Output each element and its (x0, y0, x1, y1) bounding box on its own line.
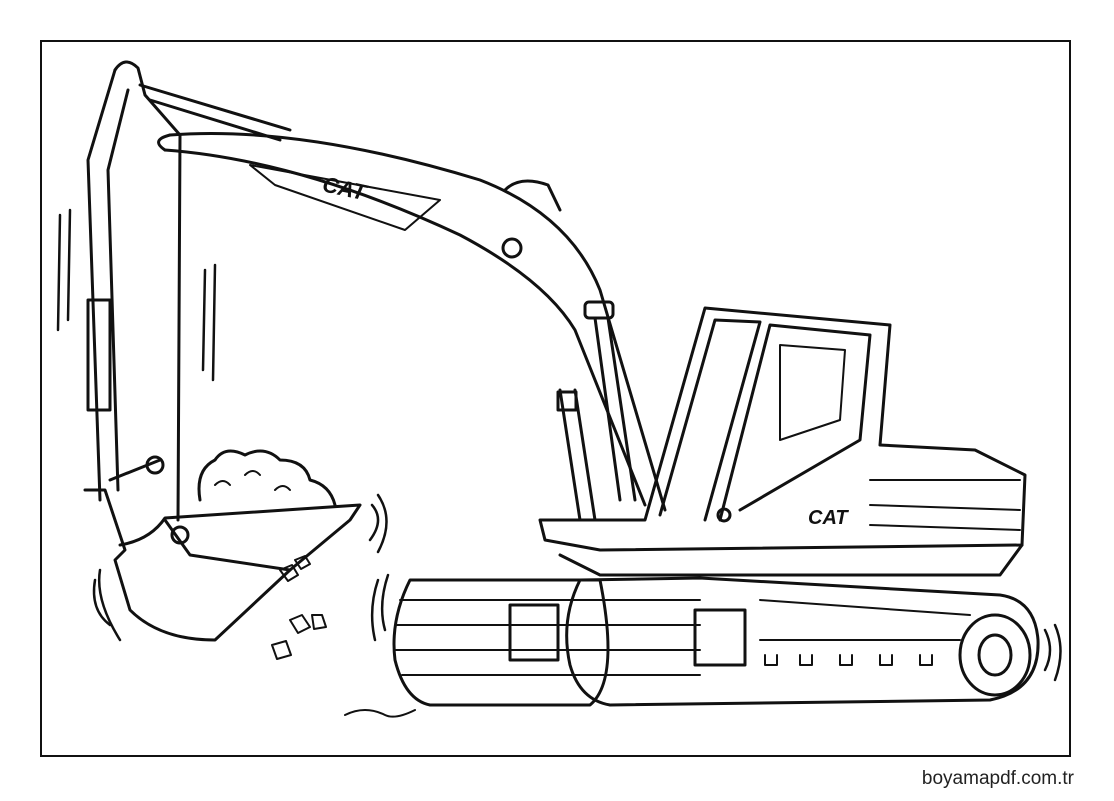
excavator-cab (538, 306, 1027, 577)
source-watermark: boyamapdf.com.tr (921, 768, 1074, 789)
svg-text:CAT: CAT (808, 507, 849, 529)
excavator-bucket (83, 449, 362, 660)
excavator-tracks (344, 576, 1040, 718)
svg-text:CAT: CAT (320, 172, 369, 206)
excavator-stick (86, 60, 292, 522)
motion-lines (56, 208, 1062, 682)
excavator-boom (157, 131, 667, 522)
cat-logo: CAT CAT (320, 172, 849, 529)
coloring-page-frame (40, 40, 1071, 757)
